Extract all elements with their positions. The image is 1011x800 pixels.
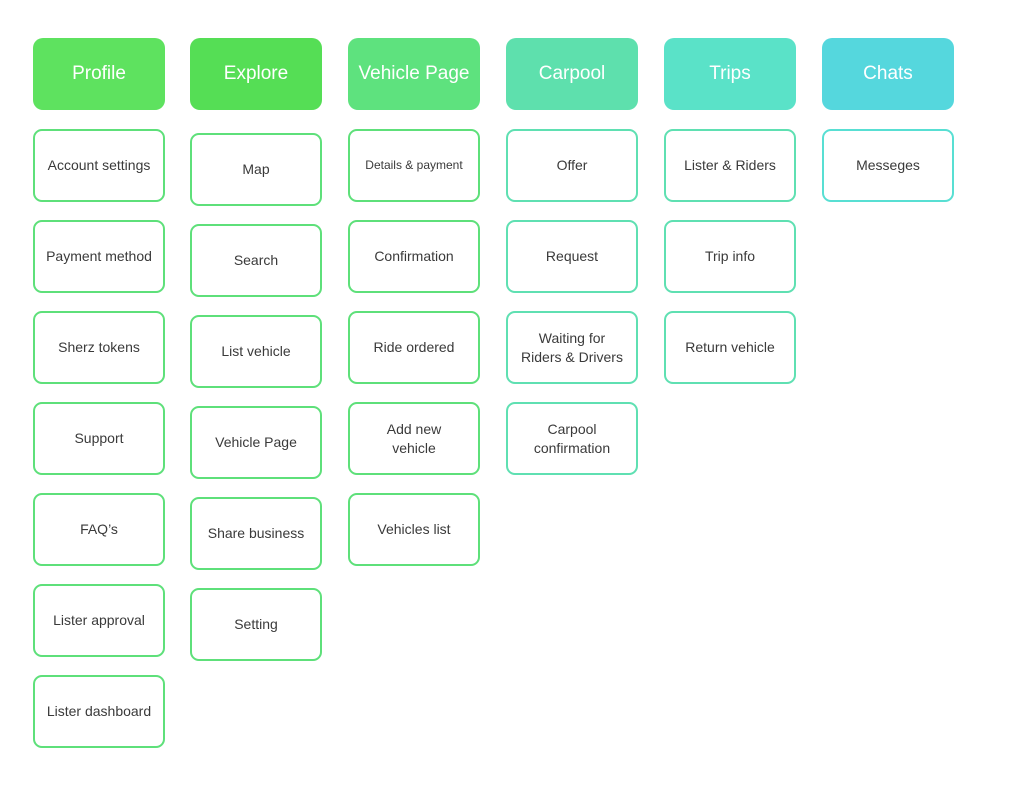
node-payment-method[interactable]: Payment method xyxy=(33,220,165,293)
node-return-vehicle[interactable]: Return vehicle xyxy=(664,311,796,384)
node-request[interactable]: Request xyxy=(506,220,638,293)
column-explore: Explore Map Search List vehicle Vehicle … xyxy=(190,38,322,679)
column-header-chats[interactable]: Chats xyxy=(822,38,954,110)
column-items-carpool: Offer Request Waiting for Riders & Drive… xyxy=(506,129,638,475)
node-carpool-confirmation[interactable]: Carpool confirmation xyxy=(506,402,638,475)
column-items-profile: Account settings Payment method Sherz to… xyxy=(33,129,165,748)
node-search[interactable]: Search xyxy=(190,224,322,297)
column-items-vehicle-page: Details & payment Confirmation Ride orde… xyxy=(348,129,480,566)
node-support[interactable]: Support xyxy=(33,402,165,475)
column-items-trips: Lister & Riders Trip info Return vehicle xyxy=(664,129,796,384)
node-details-payment[interactable]: Details & payment xyxy=(348,129,480,202)
column-header-carpool[interactable]: Carpool xyxy=(506,38,638,110)
column-vehicle-page: Vehicle Page Details & payment Confirmat… xyxy=(348,38,480,584)
node-trip-info[interactable]: Trip info xyxy=(664,220,796,293)
column-header-vehicle-page[interactable]: Vehicle Page xyxy=(348,38,480,110)
node-vehicles-list[interactable]: Vehicles list xyxy=(348,493,480,566)
column-items-chats: Messeges xyxy=(822,129,954,202)
column-carpool: Carpool Offer Request Waiting for Riders… xyxy=(506,38,638,493)
node-lister-dashboard[interactable]: Lister dashboard xyxy=(33,675,165,748)
column-profile: Profile Account settings Payment method … xyxy=(33,38,165,766)
node-confirmation[interactable]: Confirmation xyxy=(348,220,480,293)
node-lister-riders[interactable]: Lister & Riders xyxy=(664,129,796,202)
node-vehicle-page[interactable]: Vehicle Page xyxy=(190,406,322,479)
node-waiting-riders-drivers[interactable]: Waiting for Riders & Drivers xyxy=(506,311,638,384)
node-setting[interactable]: Setting xyxy=(190,588,322,661)
column-header-profile[interactable]: Profile xyxy=(33,38,165,110)
node-sherz-tokens[interactable]: Sherz tokens xyxy=(33,311,165,384)
node-offer[interactable]: Offer xyxy=(506,129,638,202)
node-ride-ordered[interactable]: Ride ordered xyxy=(348,311,480,384)
node-list-vehicle[interactable]: List vehicle xyxy=(190,315,322,388)
node-map[interactable]: Map xyxy=(190,133,322,206)
node-share-business[interactable]: Share business xyxy=(190,497,322,570)
node-add-new-vehicle[interactable]: Add new vehicle xyxy=(348,402,480,475)
node-messeges[interactable]: Messeges xyxy=(822,129,954,202)
column-header-explore[interactable]: Explore xyxy=(190,38,322,110)
column-items-explore: Map Search List vehicle Vehicle Page Sha… xyxy=(190,133,322,661)
node-account-settings[interactable]: Account settings xyxy=(33,129,165,202)
node-lister-approval[interactable]: Lister approval xyxy=(33,584,165,657)
node-faqs[interactable]: FAQ’s xyxy=(33,493,165,566)
column-chats: Chats Messeges xyxy=(822,38,954,220)
column-trips: Trips Lister & Riders Trip info Return v… xyxy=(664,38,796,402)
column-header-trips[interactable]: Trips xyxy=(664,38,796,110)
